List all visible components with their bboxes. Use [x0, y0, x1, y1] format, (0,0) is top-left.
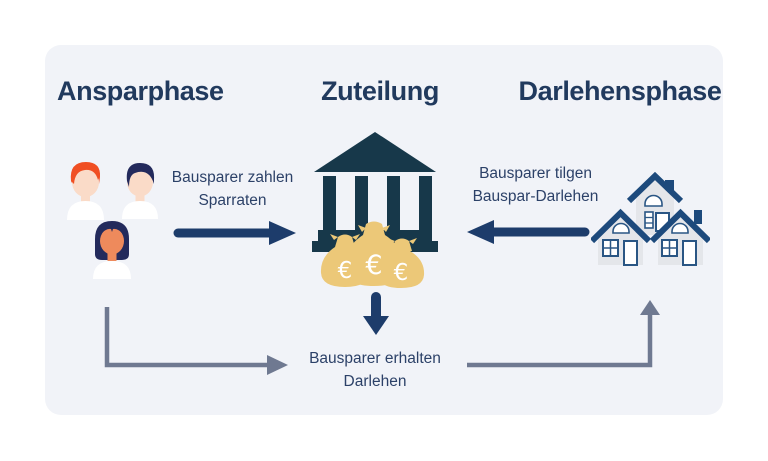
euro-symbol: €: [394, 260, 409, 286]
houses-icon: [591, 172, 710, 266]
flow-label-deposit-line2: Sparraten: [198, 192, 267, 209]
bank-building-icon: € € €: [312, 132, 438, 288]
heading-zuteilung: Zuteilung: [321, 76, 439, 106]
flow-label-deposit: Bausparer zahlen Sparraten: [155, 166, 310, 212]
flow-label-repay-line1: Bausparer tilgen: [479, 165, 592, 182]
elbow-arrow-right-icon: [104, 307, 288, 375]
euro-symbol: €: [365, 250, 382, 281]
flow-label-repay: Bausparer tilgen Bauspar-Darlehen: [453, 162, 618, 208]
heading-darlehensphase: Darlehensphase: [518, 76, 722, 106]
flow-label-receive-line2: Darlehen: [343, 373, 407, 390]
elbow-arrow-up-icon: [467, 300, 660, 368]
flow-label-receive-line1: Bausparer erhalten: [309, 350, 441, 367]
arrow-left-icon: [467, 220, 590, 244]
savers-group-icon: [67, 162, 158, 279]
money-bags-euro-icon: € € €: [320, 221, 425, 288]
flow-label-repay-line2: Bauspar-Darlehen: [472, 188, 599, 205]
flow-label-deposit-line1: Bausparer zahlen: [171, 169, 294, 186]
heading-ansparphase: Ansparphase: [57, 76, 224, 106]
flow-label-receive: Bausparer erhalten Darlehen: [280, 347, 470, 393]
arrow-right-icon: [173, 221, 296, 245]
diagram-card: Ansparphase Zuteilung Darlehensphase: [45, 45, 723, 415]
arrow-down-icon: [363, 292, 389, 335]
euro-symbol: €: [338, 258, 353, 284]
